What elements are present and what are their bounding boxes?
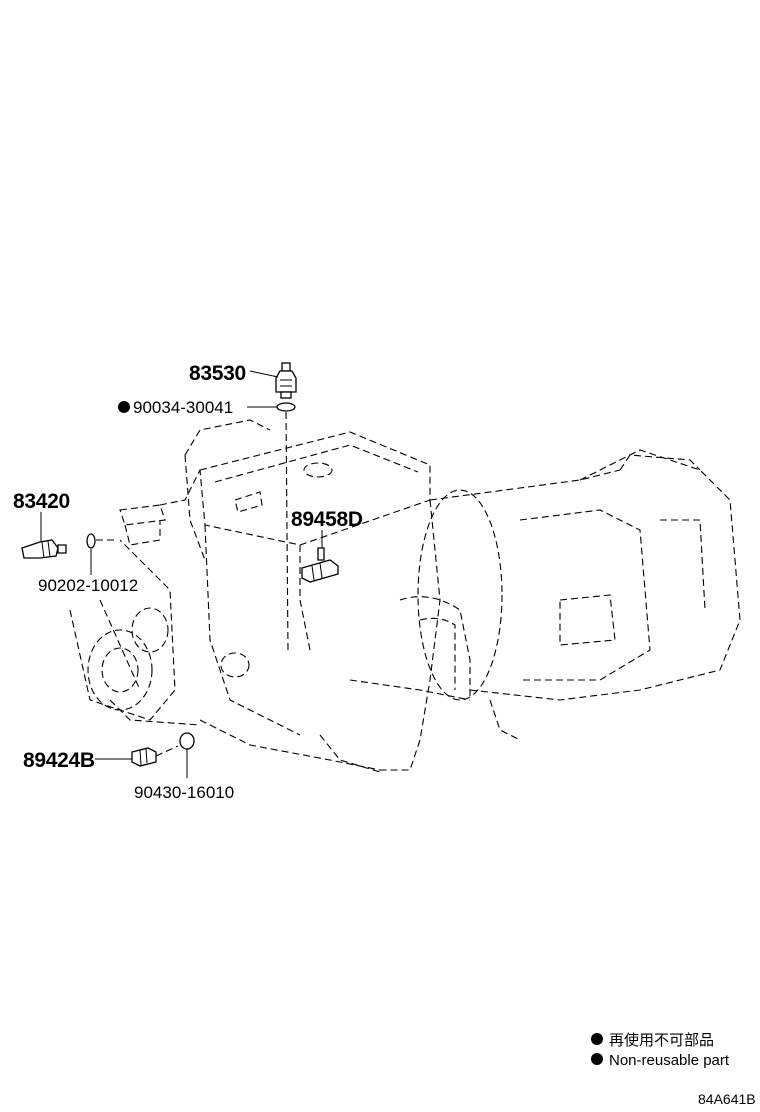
legend-japanese: 再使用不可部品 [609,1032,714,1049]
callout-83420: 83420 [13,490,70,513]
gasket-icon[interactable] [276,402,296,412]
transmission-outline [417,449,741,741]
callout-89424B: 89424B [23,749,95,772]
oil-pressure-switch-icon[interactable] [275,362,297,399]
diagram-code: 84A641B [698,1091,756,1107]
washer-icon[interactable] [86,533,96,549]
callout-90034-30041: 90034-30041 [133,398,233,417]
temperature-sender-icon[interactable] [21,539,67,559]
engine-outline [69,419,471,773]
legend-english: Non-reusable part [609,1052,730,1069]
callout-90430-16010: 90430-16010 [134,783,234,802]
callout-90202-10012: 90202-10012 [38,576,138,595]
legend-bullet-icon [591,1033,603,1045]
callout-83530: 83530 [189,362,246,385]
gasket-ring-icon[interactable] [179,732,195,750]
callout-89458D: 89458D [291,508,363,531]
non-reusable-marker-icon [118,401,130,413]
crank-position-sensor-icon[interactable] [131,747,157,767]
legend-bullet-icon [591,1053,603,1065]
knock-sensor-icon[interactable] [301,547,339,583]
